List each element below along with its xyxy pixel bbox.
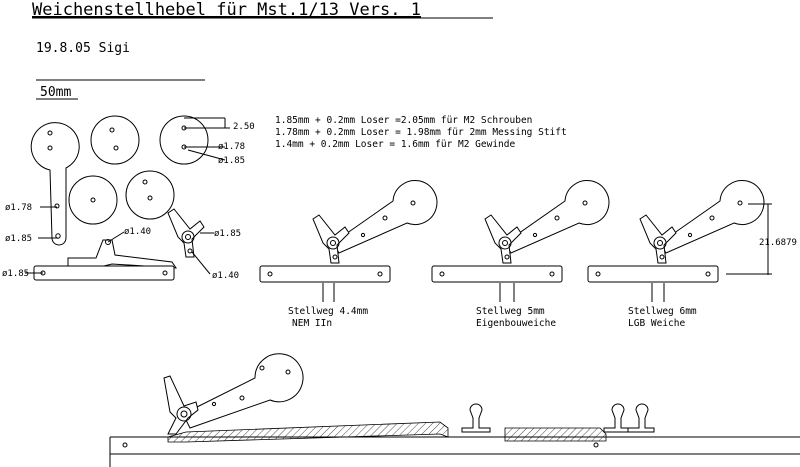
- scale-label: 50mm: [40, 85, 71, 100]
- installation-view: [109, 353, 800, 467]
- dim-d140-rocker: ø1.40: [212, 271, 239, 281]
- dim-d140-link: ø1.40: [124, 227, 151, 237]
- assembly-eigenbau: Stellweg 5mm Eigenbouweiche: [431, 179, 610, 329]
- assembly-lgb: 21.6879 Stellweg 6mm LGB Weiche: [587, 179, 797, 329]
- dim-2-50: 2.50: [233, 122, 255, 132]
- assembly-nem-stroke: Stellweg 4.4mm: [288, 306, 368, 317]
- note-line-3: 1.4mm + 0.2mm Loser = 1.6mm für M2 Gewin…: [275, 139, 515, 150]
- assembly-eigenbau-stroke: Stellweg 5mm: [476, 306, 545, 317]
- date-author: 19.8.05 Sigi: [36, 41, 130, 56]
- dim-d185-top: ø1.85: [218, 156, 245, 166]
- dimension-callouts: 2.50 ø1.78 ø1.85 ø1.78 ø1.85 ø1.40 ø1.85…: [2, 117, 255, 281]
- dim-d178-left: ø1.78: [5, 203, 32, 213]
- dim-d185-rocker: ø1.85: [214, 229, 241, 239]
- assembly-nem-label: NEM IIn: [292, 318, 332, 329]
- note-line-2: 1.78mm + 0.2mm Loser = 1.98mm für 2mm Me…: [275, 127, 567, 138]
- parts-sheet: [30, 115, 209, 281]
- dim-d185-left: ø1.85: [5, 234, 32, 244]
- assembly-lgb-label: LGB Weiche: [628, 318, 685, 329]
- note-line-1: 1.85mm + 0.2mm Loser =2.05mm für M2 Schr…: [275, 115, 532, 126]
- assembly-eigenbau-label: Eigenbouweiche: [476, 318, 556, 329]
- drawing-title: Weichenstellhebel für Mst.1/13 Vers. 1: [32, 0, 421, 20]
- dim-21-6879: 21.6879: [759, 238, 797, 248]
- assembly-lgb-stroke: Stellweg 6mm: [628, 306, 697, 317]
- tolerance-notes: 1.85mm + 0.2mm Loser =2.05mm für M2 Schr…: [275, 115, 567, 150]
- dim-d178-top: ø1.78: [218, 142, 245, 152]
- assembly-nem: Stellweg 4.4mm NEM IIn: [259, 179, 438, 329]
- dim-d185-bar: ø1.85: [2, 269, 29, 279]
